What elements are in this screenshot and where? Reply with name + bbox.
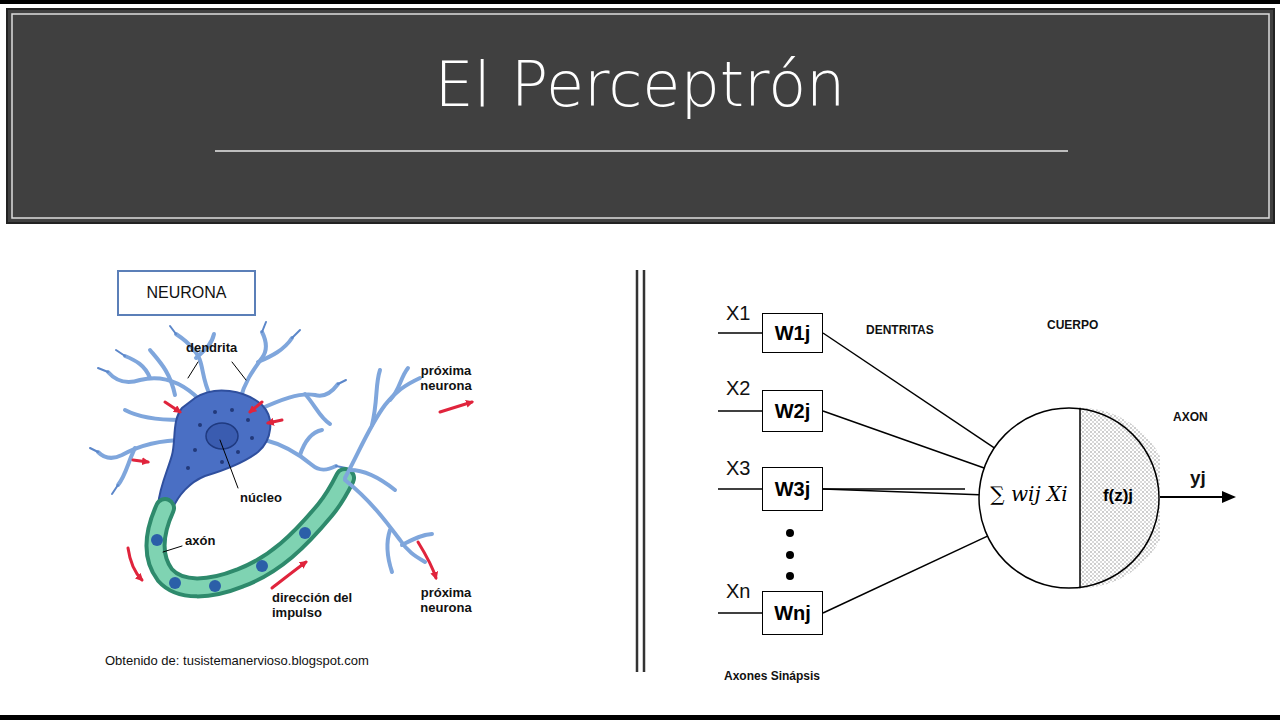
output-arrow [1160,496,1234,498]
top-rule [0,0,1280,4]
input-label: X3 [726,457,750,480]
synapse-line [823,536,987,613]
part-label: dendrita [186,340,237,355]
part-label: axón [185,533,215,548]
weight-label: W3j [775,478,811,501]
title-box: NEURONA [117,270,256,316]
part-label: próxima neurona [410,363,482,393]
synapse-line [823,489,979,495]
section-label: Axones Sinápsis [724,669,820,683]
weight-box: W2j [762,390,823,432]
weight-label: W2j [775,400,811,423]
summation-circle: ∑ wij Xif(z)j [978,407,1160,589]
activation-function: f(z)j [1082,486,1154,506]
weight-label: Wnj [774,602,811,625]
neuron-illustration [90,322,472,592]
input-label: X2 [726,377,750,400]
part-label: núcleo [240,490,282,505]
synapse-line [823,333,994,448]
input-label: Xn [726,580,750,603]
box-label: NEURONA [146,284,226,302]
divider-line [643,270,646,672]
weight-box: W1j [762,313,823,353]
ellipsis-dots [786,529,794,580]
divider-line [636,270,639,672]
section-label: DENTRITAS [866,323,934,337]
part-label: próxima neurona [410,585,482,615]
bottom-rule [0,715,1280,720]
input-wires [718,333,965,613]
section-label: CUERPO [1047,318,1098,332]
weight-box: Wnj [762,591,823,635]
title-text: El Perceptrón [0,48,1280,121]
weight-box: W3j [762,467,823,511]
weight-label: W1j [775,322,811,345]
source-note: Obtenido de: tusistemanervioso.blogspot.… [105,653,369,668]
title-underline [215,150,1068,152]
section-label: AXON [1173,410,1208,424]
part-label: dirección del impulso [272,590,372,620]
input-label: X1 [726,302,750,325]
synapse-line [823,411,984,468]
output-label: yj [1190,467,1206,489]
sum-formula: ∑ wij Xi [978,482,1080,506]
